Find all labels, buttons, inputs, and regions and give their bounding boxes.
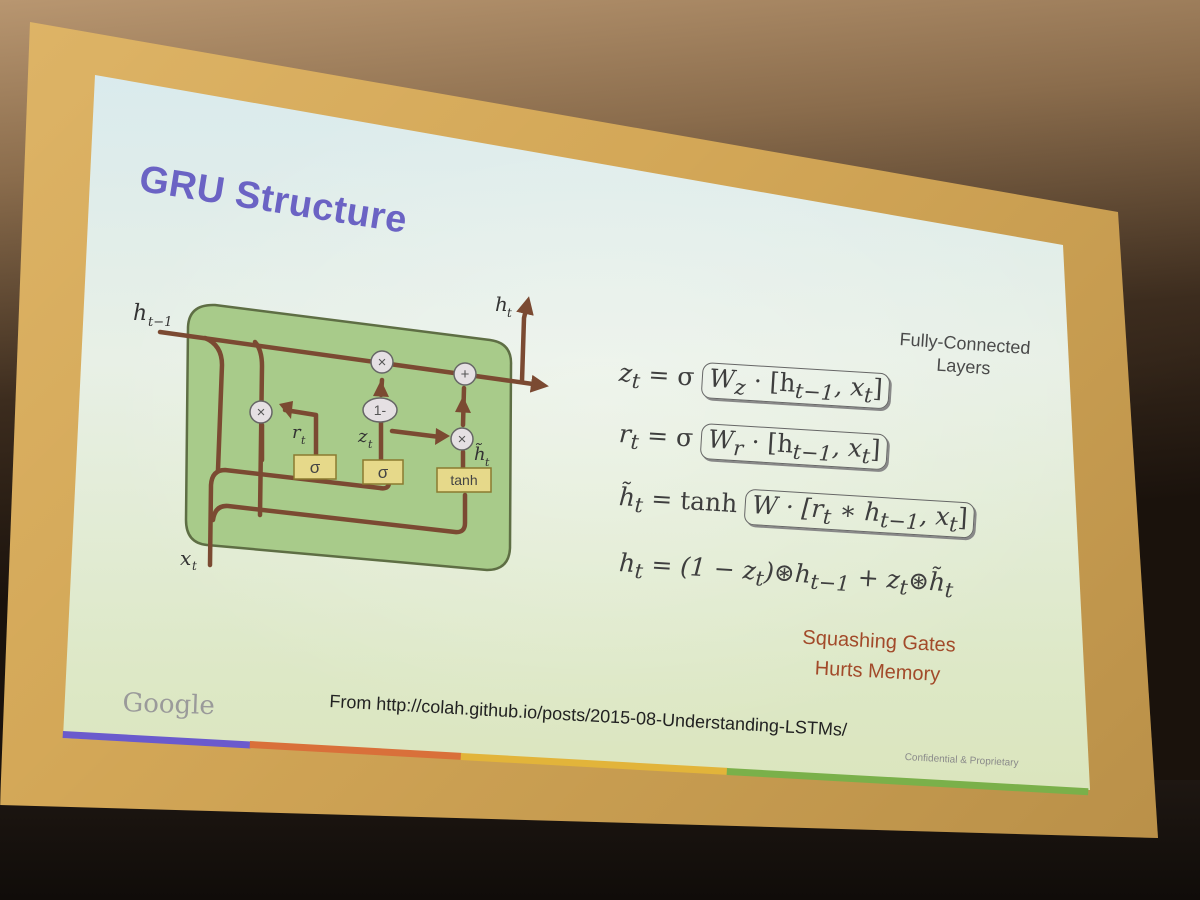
tanh-label: tanh bbox=[450, 472, 477, 488]
label-h-prev-sub: t−1 bbox=[148, 315, 172, 330]
label-r-sub: t bbox=[301, 434, 306, 447]
hidden-state-line bbox=[157, 329, 549, 393]
hprev-down-1 bbox=[202, 335, 225, 473]
label-x-in-sub: t bbox=[192, 559, 197, 573]
label-r: r bbox=[292, 422, 302, 443]
input-branch-tanh bbox=[210, 492, 468, 535]
label-h-tilde: h̃ bbox=[474, 442, 486, 465]
z-to-multiply bbox=[389, 428, 443, 440]
label-h-out: h bbox=[495, 292, 508, 316]
label-h-out-sub: t bbox=[507, 306, 512, 320]
tanh-gate bbox=[436, 467, 492, 493]
squashing-annotation: Squashing Gates Hurts Memory bbox=[801, 626, 957, 686]
add-symbol: + bbox=[461, 366, 470, 383]
label-h-tilde-sub: t bbox=[485, 456, 490, 469]
multiply-symbol-top: × bbox=[378, 354, 387, 371]
sigma-label-z: σ bbox=[378, 463, 389, 482]
label-x-in: x bbox=[180, 546, 191, 570]
input-line bbox=[207, 467, 392, 568]
hprev-down-2 bbox=[252, 339, 265, 518]
one-minus-op bbox=[362, 397, 398, 423]
label-h-prev: h bbox=[133, 301, 147, 326]
google-logo: Google bbox=[121, 688, 216, 722]
sigma-label-r: σ bbox=[310, 458, 321, 477]
label-z: z bbox=[357, 426, 368, 447]
multiply-symbol-r: × bbox=[257, 404, 266, 421]
output-up-line bbox=[516, 296, 534, 384]
one-minus-symbol: 1- bbox=[374, 402, 387, 418]
multiply-op-top bbox=[370, 350, 394, 374]
multiply-op-tanh bbox=[450, 427, 474, 451]
add-op bbox=[453, 362, 477, 386]
sigma-gate-z bbox=[362, 459, 404, 485]
sigma-gate-r bbox=[293, 454, 337, 480]
label-z-sub: t bbox=[368, 438, 373, 451]
multiply-symbol-tanh: × bbox=[458, 431, 467, 448]
multiply-op-r bbox=[249, 400, 273, 424]
